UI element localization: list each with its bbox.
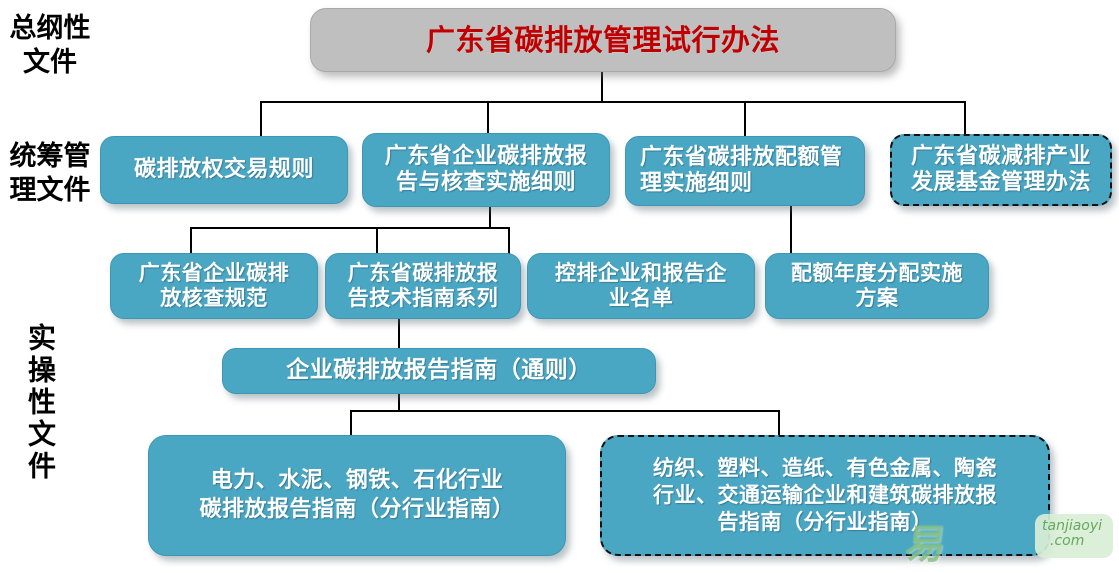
level2-box-3[interactable]: 广东省碳排放配额管 理实施细则 bbox=[625, 136, 865, 206]
level2-box-4-line1: 广东省碳减排产业 bbox=[910, 144, 1091, 170]
level2-box-4-label: 广东省碳减排产业 发展基金管理办法 bbox=[900, 144, 1102, 196]
level3-box-2-line1: 广东省碳排放报 bbox=[347, 261, 499, 286]
level2-box-3-label: 广东省碳排放配额管 理实施细则 bbox=[634, 145, 856, 197]
category-label-coordination: 统筹管 理文件 bbox=[0, 140, 100, 208]
connector-level2-drop-4 bbox=[964, 101, 966, 137]
level2-box-4-line2: 发展基金管理办法 bbox=[910, 170, 1091, 195]
level3-box-2[interactable]: 广东省碳排放报 告技术指南系列 bbox=[325, 253, 521, 319]
connector-level2-drop-2 bbox=[487, 101, 489, 137]
connector-level5-stem bbox=[398, 394, 400, 412]
level3-box-3-line1: 控排企业和报告企 bbox=[555, 261, 727, 286]
connector-level3-drop-1 bbox=[190, 227, 192, 254]
connector-level3-stem bbox=[489, 207, 491, 229]
connector-level2-bus bbox=[260, 101, 966, 103]
connector-title-down bbox=[601, 72, 603, 103]
level5-box-2-line3: 告指南（分行业指南） bbox=[717, 510, 933, 535]
connector-level3-drop-3 bbox=[508, 227, 510, 254]
level2-box-2-label: 广东省企业碳排放报 告与核查实施细则 bbox=[371, 144, 601, 196]
connector-level4-stem bbox=[398, 319, 400, 350]
level3-box-1-line2: 放核查规范 bbox=[160, 286, 268, 310]
level5-box-2[interactable]: 纺织、塑料、造纸、有色金属、陶瓷 行业、交通运输企业和建筑碳排放报 告指南（分行… bbox=[600, 435, 1050, 556]
level3-box-2-line2: 告技术指南系列 bbox=[347, 286, 499, 310]
level5-box-1-line1: 电力、水泥、钢铁、石化行业 bbox=[210, 467, 504, 493]
level2-box-4[interactable]: 广东省碳减排产业 发展基金管理办法 bbox=[890, 134, 1112, 206]
level5-box-2-label: 纺织、塑料、造纸、有色金属、陶瓷 行业、交通运输企业和建筑碳排放报 告指南（分行… bbox=[610, 455, 1040, 537]
level3-box-4-label: 配额年度分配实施 方案 bbox=[774, 261, 980, 311]
level4-box-label: 企业碳排放报告指南（通则） bbox=[286, 357, 592, 384]
category-outline-line1: 总纲性 bbox=[9, 13, 91, 44]
category-coordination-line1: 统筹管 bbox=[9, 141, 91, 172]
connector-level5-drop-2 bbox=[778, 410, 780, 436]
level2-box-1[interactable]: 碳排放权交易规则 bbox=[100, 136, 348, 204]
level5-box-1-line2: 碳排放报告指南（分行业指南） bbox=[199, 496, 515, 522]
category-coordination-line2: 理文件 bbox=[9, 174, 91, 206]
level5-box-1-label: 电力、水泥、钢铁、石化行业 碳排放报告指南（分行业指南） bbox=[157, 467, 557, 524]
title-box[interactable]: 广东省碳排放管理试行办法 bbox=[310, 8, 896, 72]
level5-box-2-line2: 行业、交通运输企业和建筑碳排放报 bbox=[653, 482, 997, 507]
watermark-domain-line1: tanjiaoyi bbox=[1042, 518, 1103, 534]
category-label-outline: 总纲性 文件 bbox=[0, 12, 100, 80]
level5-box-1[interactable]: 电力、水泥、钢铁、石化行业 碳排放报告指南（分行业指南） bbox=[148, 435, 566, 556]
level2-box-1-label: 碳排放权交易规则 bbox=[133, 157, 314, 183]
connector-level5-drop-1 bbox=[350, 410, 352, 436]
level3-box-3-line2: 业名单 bbox=[608, 286, 674, 310]
connector-level3-drop-4 bbox=[790, 206, 792, 254]
level2-box-2-line2: 告与核查实施细则 bbox=[395, 170, 576, 195]
level2-box-3-line2: 理实施细则 bbox=[640, 171, 753, 196]
category-label-operational: 实操性文件 bbox=[20, 295, 60, 510]
connector-level5-bus bbox=[350, 410, 780, 412]
category-outline-line2: 文件 bbox=[23, 46, 77, 78]
connector-level2-drop-1 bbox=[260, 101, 262, 137]
level3-box-4-line1: 配额年度分配实施 bbox=[791, 261, 963, 286]
level4-box[interactable]: 企业碳排放报告指南（通则） bbox=[222, 348, 656, 394]
level3-box-4[interactable]: 配额年度分配实施 方案 bbox=[765, 253, 989, 319]
level2-box-3-line1: 广东省碳排放配额管 bbox=[640, 145, 843, 171]
connector-level3-bus bbox=[190, 227, 510, 229]
level2-box-2[interactable]: 广东省企业碳排放报 告与核查实施细则 bbox=[362, 133, 610, 207]
level5-box-2-line1: 纺织、塑料、造纸、有色金属、陶瓷 bbox=[653, 455, 997, 480]
level3-box-1-line1: 广东省企业碳排 bbox=[138, 261, 290, 286]
level3-box-1[interactable]: 广东省企业碳排 放核查规范 bbox=[110, 253, 318, 319]
level3-box-2-label: 广东省碳排放报 告技术指南系列 bbox=[334, 261, 512, 311]
category-operational-text: 实操性文件 bbox=[24, 322, 57, 483]
level3-box-1-label: 广东省企业碳排 放核查规范 bbox=[119, 261, 309, 311]
level2-box-2-line1: 广东省企业碳排放报 bbox=[384, 144, 588, 170]
connector-level2-drop-3 bbox=[744, 101, 746, 137]
connector-level3-drop-2 bbox=[376, 227, 378, 254]
level3-box-3[interactable]: 控排企业和报告企 业名单 bbox=[527, 253, 755, 319]
title-text: 广东省碳排放管理试行办法 bbox=[425, 22, 780, 57]
watermark-domain-line2: .com bbox=[1050, 532, 1085, 549]
level3-box-4-line2: 方案 bbox=[855, 286, 899, 310]
level3-box-3-label: 控排企业和报告企 业名单 bbox=[536, 261, 746, 311]
